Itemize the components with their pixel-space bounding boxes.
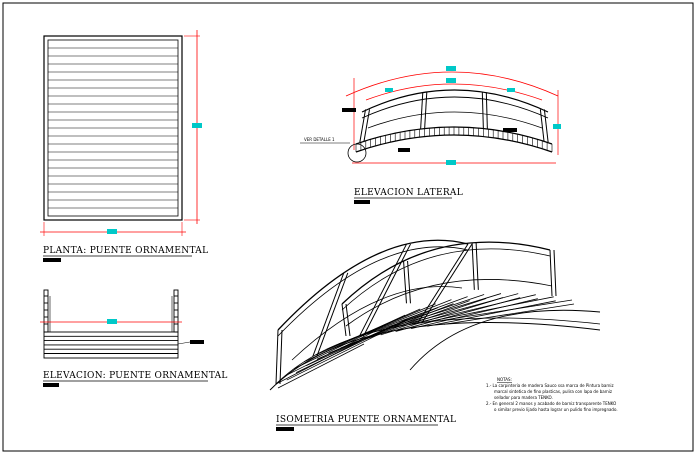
iso-back-post bbox=[407, 260, 411, 304]
notes-line-1: 1.- La carpinteria de madera Sauco ssa m… bbox=[486, 383, 614, 388]
side-dim-arc-outer bbox=[345, 71, 559, 97]
plan-view: PLANTA: PUENTE ORNAMENTAL bbox=[40, 30, 208, 262]
side-callout-text: VER DETALLE 1 bbox=[304, 137, 335, 142]
iso-plank-line bbox=[441, 299, 573, 321]
iso-plank-line bbox=[353, 300, 470, 344]
iso-back-post bbox=[471, 242, 475, 290]
notes-line-4: 2.- En general 2 manos y acabado de barn… bbox=[486, 401, 616, 406]
side-handrail-top bbox=[361, 89, 549, 113]
iso-plank-line bbox=[408, 294, 536, 325]
side-handrail-mid bbox=[361, 96, 549, 119]
iso-front-post bbox=[358, 243, 407, 337]
iso-inner-arc bbox=[409, 309, 601, 371]
plan-dim-tag-v bbox=[192, 123, 202, 128]
iso-plank-line bbox=[277, 343, 365, 389]
iso-deck-edge-front bbox=[269, 322, 601, 391]
side-posts bbox=[359, 92, 549, 143]
iso-front-posts bbox=[275, 243, 473, 385]
side-elevation-view: VER DETALLE 1 ELEVACION LATERAL bbox=[300, 66, 561, 204]
isometric-view: ISOMETRIA PUENTE ORNAMENTAL bbox=[269, 239, 601, 431]
iso-front-post bbox=[279, 329, 283, 385]
side-post-line bbox=[424, 92, 428, 129]
iso-scale-tag bbox=[276, 427, 294, 431]
side-deck-ticks bbox=[355, 127, 553, 152]
iso-back-post bbox=[403, 260, 407, 304]
side-dim-tag-3 bbox=[385, 88, 393, 92]
iso-front-post bbox=[421, 243, 473, 324]
notes-heading: NOTAS: bbox=[497, 377, 512, 382]
iso-plank-line bbox=[393, 293, 519, 328]
iso-plank-line bbox=[425, 296, 554, 323]
iso-back-post bbox=[553, 249, 557, 297]
iso-plank-line bbox=[380, 297, 504, 336]
iso-plank-line bbox=[427, 300, 556, 327]
iso-plank-line bbox=[351, 296, 468, 340]
notes-line-5: o similar previo lijado hasta lograr un … bbox=[494, 407, 618, 412]
side-title: ELEVACION LATERAL bbox=[354, 188, 463, 198]
front-dim-tag bbox=[107, 319, 117, 324]
iso-front-post bbox=[362, 243, 411, 337]
side-dim-tag-1 bbox=[446, 66, 456, 71]
iso-title: ISOMETRIA PUENTE ORNAMENTAL bbox=[276, 415, 456, 425]
side-post-line bbox=[485, 92, 488, 129]
iso-deck-planks bbox=[275, 293, 575, 389]
iso-front-handrail-2 bbox=[277, 246, 469, 337]
notes-line-2: marcal sintetica de fino plasticas, puli… bbox=[494, 389, 612, 394]
plan-outline bbox=[43, 35, 183, 221]
iso-front-rail-lower bbox=[291, 286, 463, 361]
iso-back-rail-lower bbox=[345, 279, 553, 327]
iso-back-post bbox=[341, 303, 347, 337]
side-label-tag-1 bbox=[342, 108, 356, 112]
iso-back-handrail-2 bbox=[341, 248, 551, 311]
side-dim-tag-6 bbox=[553, 124, 561, 129]
iso-plank-line bbox=[378, 293, 502, 332]
iso-front-post bbox=[312, 272, 345, 357]
iso-back-handrail bbox=[341, 241, 551, 305]
side-dim-arc-inner bbox=[365, 83, 543, 101]
plan-dim-tag-h bbox=[107, 229, 117, 234]
side-post-line bbox=[481, 92, 484, 129]
side-label-tag-3 bbox=[398, 148, 410, 152]
side-post-line bbox=[359, 109, 367, 143]
side-post-line bbox=[363, 109, 371, 143]
plan-scale-tag bbox=[43, 258, 61, 262]
front-scale-tag bbox=[43, 383, 59, 387]
iso-plank-line bbox=[443, 303, 575, 325]
iso-plank-line bbox=[410, 298, 538, 329]
notes-block: NOTAS: 1.- La carpinteria de madera Sauc… bbox=[486, 377, 618, 412]
front-label-tag bbox=[190, 340, 204, 344]
iso-deck-edge-front-2 bbox=[275, 317, 601, 385]
iso-plank-line bbox=[364, 294, 485, 336]
side-post-line bbox=[420, 92, 424, 129]
side-label-tag-2 bbox=[503, 128, 517, 132]
front-title: ELEVACION: PUENTE ORNAMENTAL bbox=[43, 371, 228, 381]
front-elevation-view: ELEVACION: PUENTE ORNAMENTAL bbox=[40, 289, 228, 387]
iso-back-posts bbox=[341, 242, 557, 337]
iso-plank-line bbox=[286, 334, 379, 381]
side-deck-bottom bbox=[355, 134, 553, 153]
iso-front-handrail bbox=[277, 239, 469, 331]
plan-planks bbox=[48, 47, 178, 209]
iso-front-post bbox=[316, 272, 349, 357]
front-deck-layers bbox=[43, 295, 179, 359]
iso-back-post bbox=[475, 242, 479, 290]
front-label-leader bbox=[177, 341, 191, 345]
side-dim-tag-5 bbox=[446, 160, 456, 165]
side-dim-tag-2 bbox=[446, 78, 456, 83]
iso-back-post bbox=[345, 303, 351, 337]
iso-front-post bbox=[417, 243, 469, 324]
side-detail-circle bbox=[347, 143, 367, 163]
side-scale-tag bbox=[354, 200, 370, 204]
iso-front-post bbox=[275, 329, 279, 385]
side-post-line bbox=[539, 109, 545, 143]
notes-line-3: sellador para madera TENKO. bbox=[494, 395, 553, 400]
side-dim-tag-4 bbox=[507, 88, 515, 92]
iso-back-post bbox=[549, 249, 553, 297]
side-rail-lower bbox=[367, 111, 543, 129]
plan-title: PLANTA: PUENTE ORNAMENTAL bbox=[43, 246, 208, 256]
side-post-line bbox=[543, 109, 549, 143]
